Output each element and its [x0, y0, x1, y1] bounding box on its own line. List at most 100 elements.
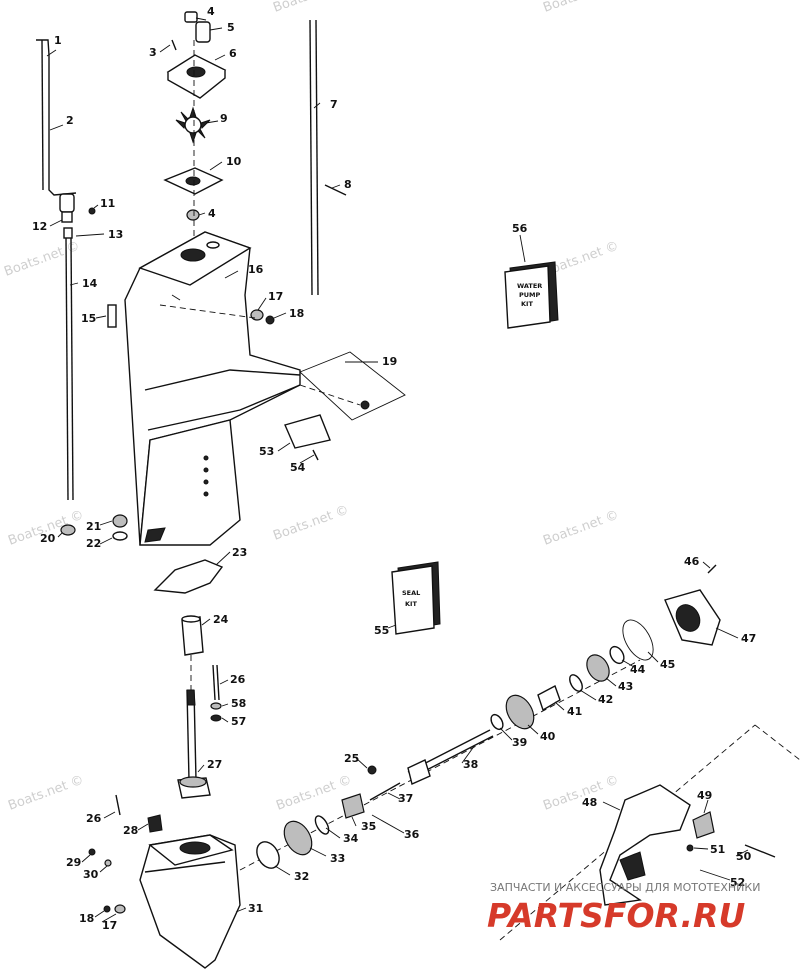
label-56: 56 — [512, 222, 528, 235]
label-58: 58 — [231, 697, 246, 710]
washer-30 — [104, 859, 112, 867]
label-11: 11 — [100, 197, 115, 210]
drive-shaft-assembly — [177, 615, 222, 799]
gear-case-rib — [144, 861, 226, 873]
housing-tab — [144, 527, 166, 543]
nut-57 — [210, 714, 222, 722]
shift-rod-lower-edge — [70, 237, 74, 501]
label-27: 27 — [207, 758, 222, 771]
stud-assembly — [309, 19, 347, 296]
gear-case-body — [139, 834, 241, 969]
bearing-32 — [256, 841, 280, 869]
screw-18-lower — [103, 905, 111, 913]
label-15: 15 — [81, 312, 96, 325]
leader-dash-15 — [159, 304, 256, 319]
watermark-7: Boats.net © — [274, 773, 354, 814]
bearing-43 — [586, 654, 610, 682]
plate-10-hole — [185, 176, 201, 186]
label-8: 8 — [344, 178, 352, 191]
part-4-top — [184, 11, 198, 23]
shift-rod-assembly — [36, 39, 96, 536]
stud-26 — [212, 664, 216, 701]
housing-top-hole — [180, 248, 206, 262]
label-5: 5 — [227, 21, 235, 34]
label-35: 35 — [361, 820, 376, 833]
label-6: 6 — [229, 47, 237, 60]
label-51: 51 — [710, 843, 725, 856]
kit-label-kit: KIT — [521, 300, 533, 308]
gear-40 — [505, 694, 535, 730]
label-29: 29 — [66, 856, 81, 869]
label-26: 26 — [230, 673, 246, 686]
watermark-10: Boats.net © — [541, 0, 621, 16]
washer-39 — [490, 713, 504, 731]
watermark-6: Boats.net © — [6, 773, 86, 814]
label-17: 17 — [268, 290, 283, 303]
footer-branding: ЗАПЧАСТИ И АКСЕССУАРЫ ДЛЯ МОТОТЕХНИКИ PA… — [487, 881, 760, 935]
footer-subtitle: ЗАПЧАСТИ И АКСЕССУАРЫ ДЛЯ МОТОТЕХНИКИ — [490, 881, 760, 894]
part-5-sleeve — [195, 21, 211, 43]
label-39: 39 — [512, 736, 527, 749]
housing-top-hole-2 — [206, 241, 220, 249]
washer-17-lower — [114, 904, 126, 914]
label-2: 2 — [66, 114, 74, 127]
label-41: 41 — [567, 705, 582, 718]
washer-34 — [314, 815, 330, 835]
label-34: 34 — [343, 832, 359, 845]
label-52: 52 — [730, 876, 745, 889]
propeller-group — [499, 724, 800, 941]
nut-21 — [112, 514, 128, 528]
prop-box-right — [754, 724, 800, 761]
label-7: 7 — [330, 98, 338, 111]
washer-58 — [210, 702, 222, 710]
label-9: 9 — [220, 112, 228, 125]
label-55: 55 — [374, 624, 389, 637]
label-4b: 4 — [208, 207, 216, 220]
housing-rib — [144, 369, 301, 391]
propshaft-assembly — [239, 564, 721, 871]
kit-label-pump: PUMP — [519, 291, 541, 299]
label-28: 28 — [123, 824, 138, 837]
label-10: 10 — [226, 155, 242, 168]
label-45: 45 — [660, 658, 675, 671]
label-57: 57 — [231, 715, 246, 728]
gasket-23 — [153, 559, 224, 594]
label-23: 23 — [232, 546, 247, 559]
gear-case-31 — [88, 794, 241, 969]
impeller-9 — [175, 106, 211, 144]
pin-25 — [367, 765, 377, 775]
label-50: 50 — [736, 850, 752, 863]
screw-3 — [171, 39, 177, 51]
stud-7-edge — [315, 19, 319, 296]
watermark-5: Boats.net © — [541, 508, 621, 549]
label-22: 22 — [86, 537, 101, 550]
label-46: 46 — [684, 555, 700, 568]
label-36: 36 — [404, 828, 420, 841]
grommet-20 — [60, 524, 76, 536]
shift-rod-lower — [65, 237, 69, 501]
pin-51 — [686, 844, 694, 852]
pump-housing-6-side — [167, 70, 226, 99]
anode-plate-19 — [299, 351, 406, 421]
shift-cam-28 — [147, 814, 163, 833]
label-1: 1 — [54, 34, 62, 47]
shift-rod-upper — [36, 39, 77, 196]
label-49: 49 — [697, 789, 712, 802]
seal-kit-55: SEAL KIT — [391, 561, 441, 635]
label-18: 18 — [289, 307, 304, 320]
label-47: 47 — [741, 632, 756, 645]
shift-rod-coupler-lower — [61, 211, 73, 223]
label-32: 32 — [294, 870, 309, 883]
label-21: 21 — [86, 520, 101, 533]
screw-11 — [88, 207, 96, 215]
watermark-9: Boats.net © — [271, 0, 351, 16]
label-31: 31 — [248, 902, 263, 915]
gear-33 — [283, 820, 313, 856]
leader-lines — [46, 17, 749, 923]
anode-19-group — [284, 351, 406, 461]
label-4: 4 — [207, 5, 215, 18]
o-ring-45 — [622, 619, 654, 661]
shift-rod-upper-edge — [41, 39, 44, 191]
label-42: 42 — [598, 693, 613, 706]
